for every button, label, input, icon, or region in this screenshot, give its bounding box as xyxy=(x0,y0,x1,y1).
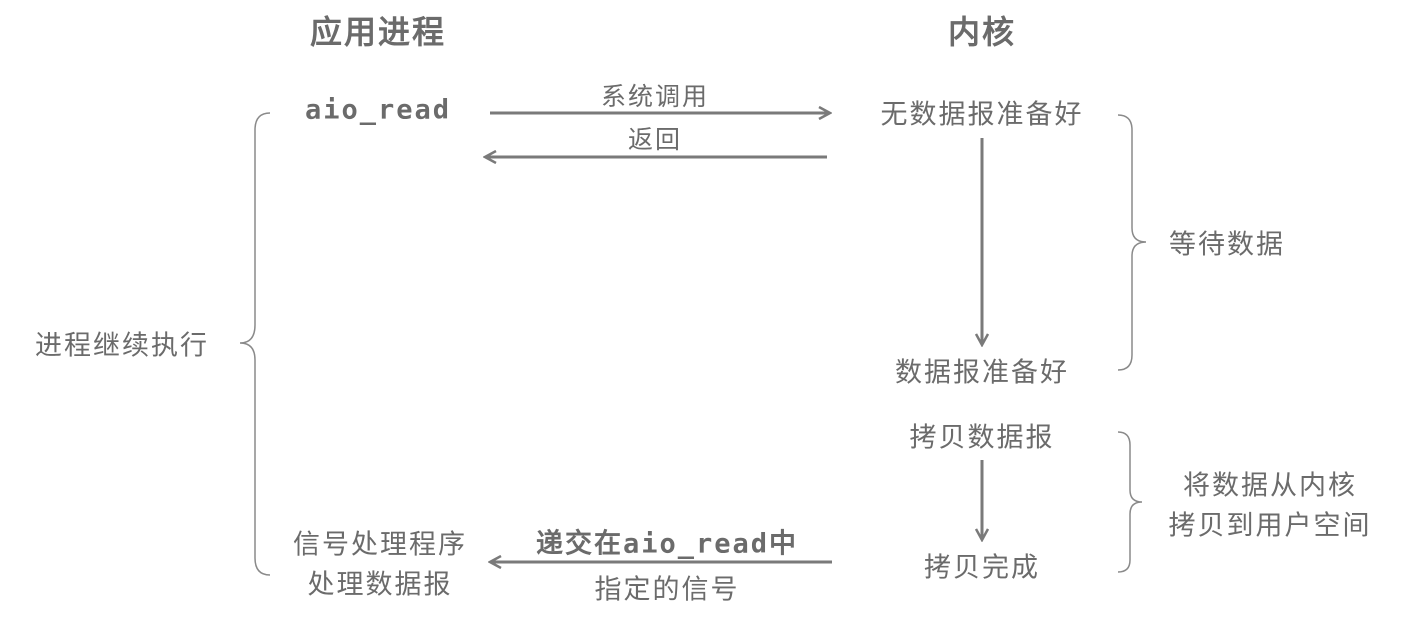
signal-label-line2: 指定的信号 xyxy=(594,574,740,606)
copy-brace xyxy=(1117,431,1143,573)
copy-phase-line2: 拷贝到用户空间 xyxy=(1168,510,1372,542)
signal-label-line1: 递交在aio_read中 xyxy=(535,528,799,560)
copy-datagram: 拷贝数据报 xyxy=(909,422,1055,454)
left-brace xyxy=(239,112,271,576)
wait-brace xyxy=(1117,114,1147,371)
aio-read-call: aio_read xyxy=(304,94,452,126)
kernel-header: 内核 xyxy=(947,13,1017,51)
copy-complete: 拷贝完成 xyxy=(924,552,1040,584)
process-continues-label: 进程继续执行 xyxy=(35,330,209,362)
signal-handler-line2: 处理数据报 xyxy=(307,569,453,601)
data-ready: 数据报准备好 xyxy=(895,357,1069,389)
no-data-ready: 无数据报准备好 xyxy=(880,99,1084,131)
wait-data-label: 等待数据 xyxy=(1169,229,1285,261)
signal-handler-line1: 信号处理程序 xyxy=(293,529,467,561)
return-label: 返回 xyxy=(627,125,683,154)
app-process-header: 应用进程 xyxy=(309,13,447,51)
copy-phase-line1: 将数据从内核 xyxy=(1183,470,1357,502)
syscall-label: 系统调用 xyxy=(600,82,710,111)
